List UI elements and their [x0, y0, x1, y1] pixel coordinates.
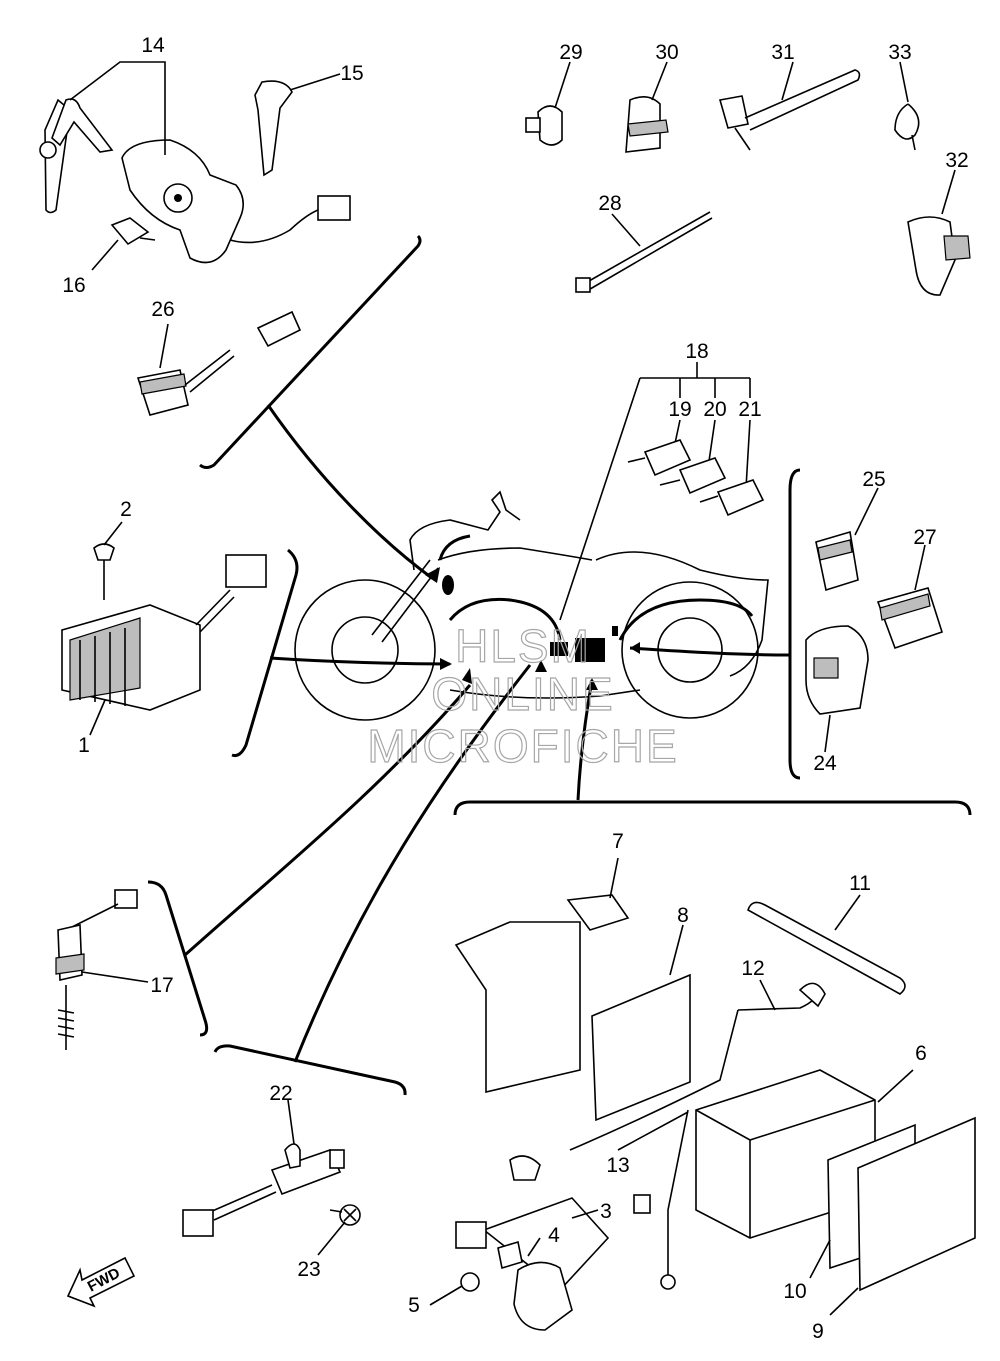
callout-29: 29 [559, 41, 582, 64]
callout-11: 11 [849, 872, 871, 895]
sub-harness-26 [136, 310, 302, 416]
callout-23: 23 [297, 1258, 320, 1281]
callout-17: 17 [150, 974, 173, 997]
callout-14: 14 [141, 34, 165, 57]
callout-20: 20 [703, 398, 726, 421]
starter-relay-group [429, 1197, 610, 1331]
callout-27: 27 [913, 526, 936, 549]
callout-6: 6 [915, 1042, 927, 1065]
clamps-group [525, 61, 971, 296]
callout-26: 26 [151, 298, 174, 321]
callout-10: 10 [783, 1280, 806, 1303]
callout-33: 33 [888, 41, 911, 64]
relay-group [805, 487, 944, 753]
callout-31: 31 [771, 41, 794, 64]
callout-4: 4 [548, 1224, 560, 1247]
callout-1: 1 [78, 734, 90, 757]
rectifier-regulator [61, 521, 267, 736]
callout-22: 22 [269, 1082, 292, 1105]
switch-22 [182, 1099, 361, 1256]
callout-30: 30 [655, 41, 678, 64]
callout-13: 13 [606, 1154, 629, 1177]
callout-19: 19 [668, 398, 691, 421]
forward-direction-badge: FWD [66, 1256, 136, 1308]
callout-5: 5 [408, 1294, 420, 1317]
callout-8: 8 [677, 904, 689, 927]
callout-3: 3 [600, 1200, 612, 1223]
section-brackets [147, 234, 972, 1096]
callout-24: 24 [813, 752, 837, 775]
main-switch-group [39, 61, 351, 271]
callout-32: 32 [945, 149, 968, 172]
fuse-set [627, 362, 765, 517]
motorcycle-outline [294, 490, 769, 721]
battery-group [454, 857, 976, 1316]
callout-9: 9 [812, 1320, 824, 1343]
sensor-17 [55, 889, 149, 1050]
callout-28: 28 [598, 192, 621, 215]
watermark-line-2: ONLINE [431, 668, 614, 720]
watermark-line-3: MICROFICHE [367, 720, 678, 772]
watermark-line-1: HLSM [455, 620, 591, 672]
callout-21: 21 [738, 398, 761, 421]
callout-16: 16 [62, 274, 85, 297]
callout-labels: 1 2 3 4 5 6 7 8 9 10 11 12 13 14 15 16 1… [62, 34, 968, 1343]
watermark: HLSM ONLINE MICROFICHE [367, 619, 678, 772]
callout-12: 12 [741, 957, 764, 980]
callout-2: 2 [120, 498, 132, 521]
callout-25: 25 [862, 468, 885, 491]
callout-7: 7 [612, 830, 624, 853]
callout-15: 15 [340, 62, 363, 85]
callout-18: 18 [685, 340, 708, 363]
